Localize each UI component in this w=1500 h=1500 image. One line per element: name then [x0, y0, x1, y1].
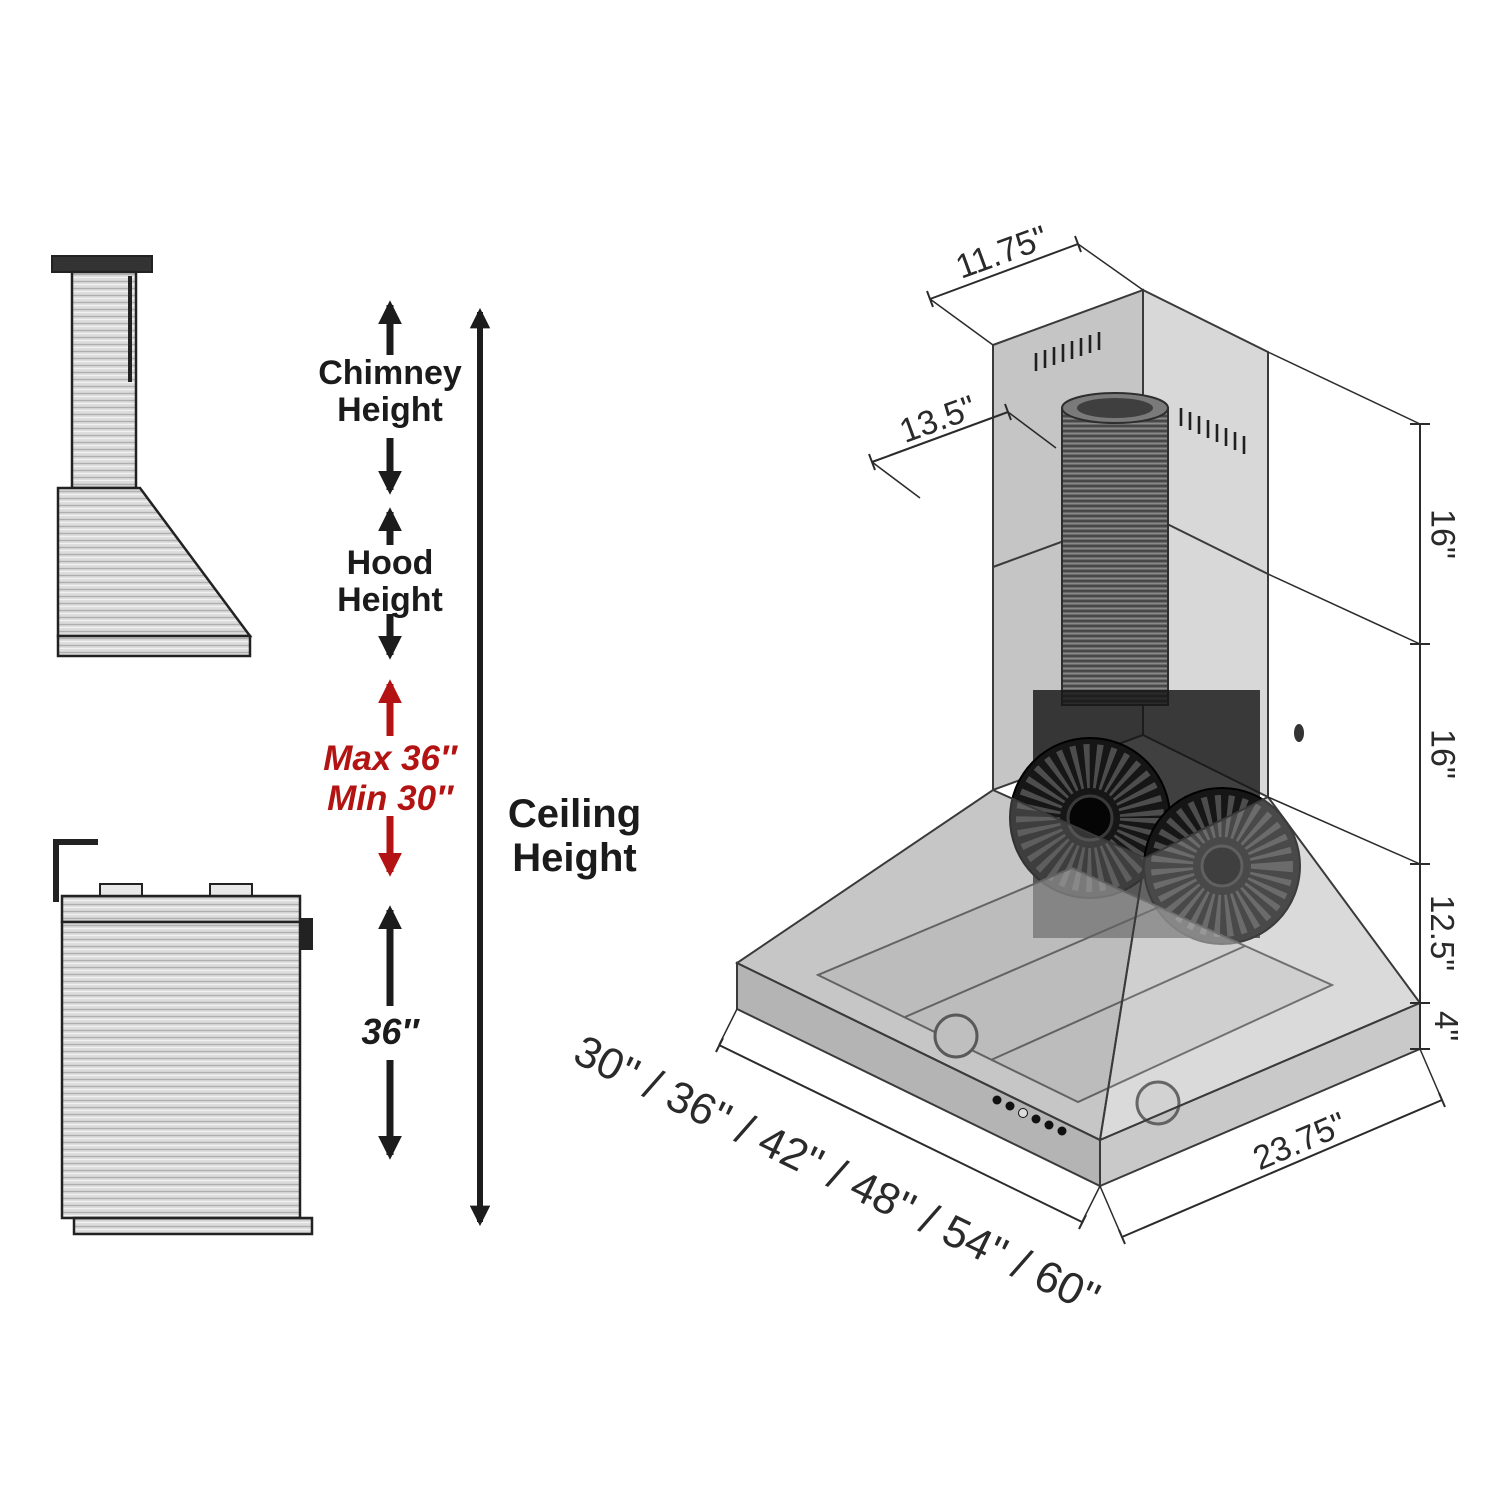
dim-line-chimney-depth — [926, 235, 1144, 346]
chimney-height-label: Chimney Height — [318, 354, 462, 430]
duct-drawing — [1061, 392, 1169, 706]
control-buttons — [992, 1095, 1067, 1136]
hood-light — [933, 1013, 979, 1059]
min-mount-height-label: Min 30″ — [327, 779, 453, 818]
side-view-range-drawing — [53, 839, 314, 1236]
vent-slots-icon — [1034, 332, 1246, 454]
hood-height-label: Hood Height — [337, 544, 443, 620]
dim-line-widths — [715, 1008, 1101, 1230]
side-view-hood-drawing — [51, 255, 253, 658]
upper-chimney-height-dim-label: 16" — [1423, 509, 1462, 559]
guide-arrows — [378, 300, 491, 1227]
hood-light — [1135, 1080, 1181, 1126]
dim-line-chimney-width — [868, 403, 1057, 499]
lower-chimney-height-dim-label: 16" — [1423, 729, 1462, 779]
base-height-dim-label: 4" — [1428, 1010, 1465, 1042]
canopy-height-dim-label: 12.5" — [1424, 895, 1461, 971]
dim-line-depth — [1099, 1048, 1446, 1245]
dimension-lines — [715, 235, 1446, 1245]
ceiling-height-label: Ceiling Height — [507, 792, 642, 880]
dim-line-heights — [1267, 351, 1430, 1050]
baffle-filters-drawing — [815, 866, 1335, 1126]
brand-emblem-icon — [1294, 724, 1304, 742]
base-band-drawing — [736, 961, 1421, 1188]
max-mount-height-label: Max 36″ — [323, 739, 457, 778]
range-gap-label: 36″ — [361, 1011, 419, 1052]
isometric-hood-drawing — [735, 288, 1422, 1188]
